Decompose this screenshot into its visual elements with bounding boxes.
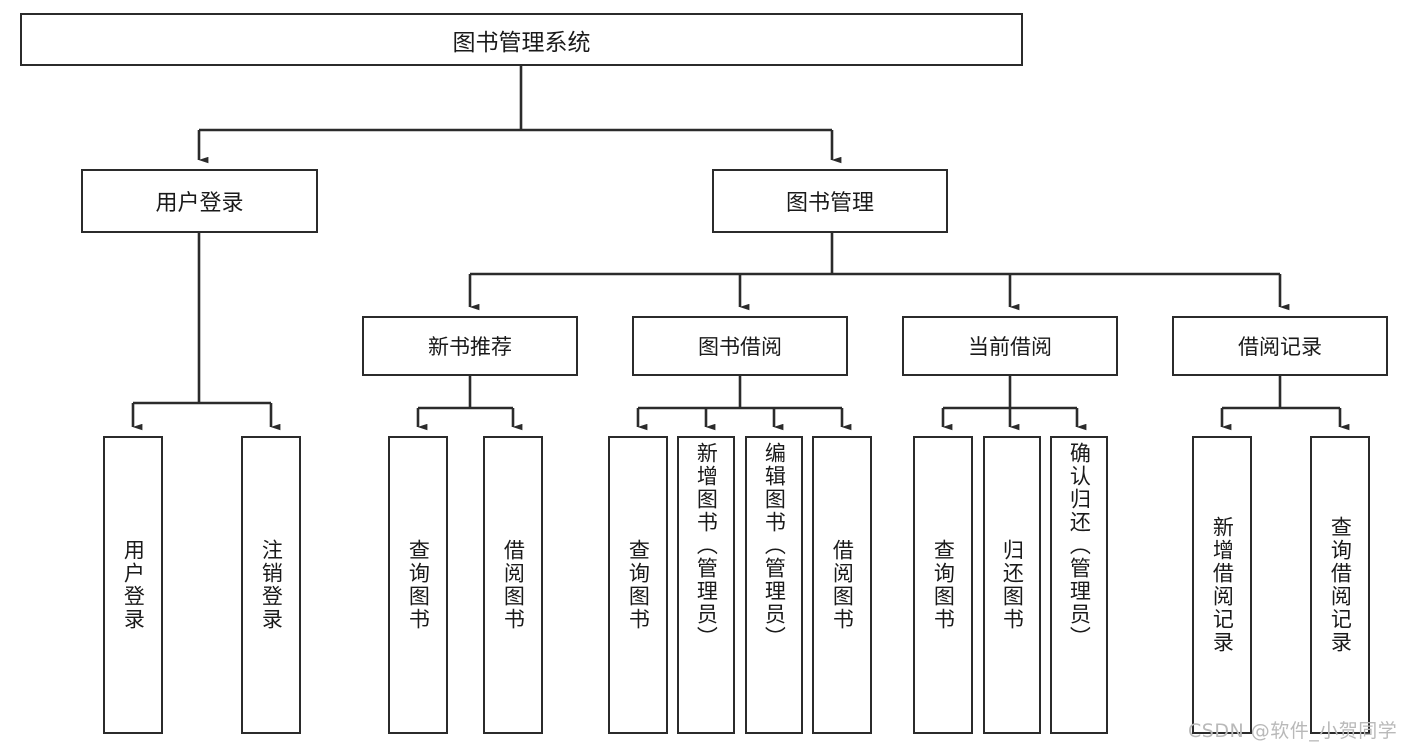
- node-book-manage-label: 图书管理: [785, 191, 874, 216]
- node-leaf-user-logout-label: 注销登录: [259, 539, 284, 631]
- node-book-manage[interactable]: 图书管理: [712, 169, 948, 233]
- node-leaf-user-logout[interactable]: 注销登录: [241, 436, 301, 734]
- leaf-text-wrap: 新增借阅记录: [1194, 438, 1250, 732]
- node-borrow-record-label: 借阅记录: [1238, 335, 1322, 359]
- node-leaf-query-book-2-label: 查询图书: [626, 539, 651, 631]
- leaf-text-wrap: 归还图书: [985, 438, 1039, 732]
- leaf-text-wrap: 查询图书: [915, 438, 971, 732]
- node-leaf-borrow-book-1-label: 借阅图书: [501, 539, 526, 631]
- leaf-text-wrap: 用户登录: [105, 438, 161, 732]
- node-leaf-edit-book-label: 编辑图书（管理员）: [762, 442, 787, 649]
- node-leaf-confirm-return-label: 确认归还（管理员）: [1067, 442, 1092, 649]
- node-borrow-record[interactable]: 借阅记录: [1172, 316, 1388, 376]
- node-leaf-borrow-book-2[interactable]: 借阅图书: [812, 436, 872, 734]
- node-leaf-return-book-label: 归还图书: [1000, 539, 1025, 631]
- node-leaf-confirm-return[interactable]: 确认归还（管理员）: [1050, 436, 1108, 734]
- node-leaf-user-login-label: 用户登录: [121, 539, 146, 631]
- csdn-watermark: CSDN @软件_小贺同学: [1188, 720, 1398, 742]
- node-leaf-query-book-1-label: 查询图书: [406, 539, 431, 631]
- node-leaf-borrow-book-2-label: 借阅图书: [830, 539, 855, 631]
- node-leaf-user-login[interactable]: 用户登录: [103, 436, 163, 734]
- leaf-text-wrap: 借阅图书: [485, 438, 541, 732]
- node-current-borrow-label: 当前借阅: [968, 335, 1052, 359]
- node-new-book-recommend[interactable]: 新书推荐: [362, 316, 578, 376]
- node-leaf-query-book-2[interactable]: 查询图书: [608, 436, 668, 734]
- leaf-text-wrap: 确认归还（管理员）: [1052, 438, 1106, 736]
- node-leaf-query-record-label: 查询借阅记录: [1328, 516, 1353, 654]
- leaf-text-wrap: 编辑图书（管理员）: [747, 438, 801, 736]
- node-new-book-recommend-label: 新书推荐: [428, 335, 512, 359]
- leaf-text-wrap: 新增图书（管理员）: [679, 438, 733, 736]
- leaf-text-wrap: 查询图书: [390, 438, 446, 732]
- node-leaf-query-book-3[interactable]: 查询图书: [913, 436, 973, 734]
- node-root-label: 图书管理系统: [452, 29, 591, 56]
- node-root[interactable]: 图书管理系统: [20, 13, 1023, 66]
- leaf-text-wrap: 注销登录: [243, 438, 299, 732]
- node-leaf-borrow-book-1[interactable]: 借阅图书: [483, 436, 543, 734]
- node-user-login[interactable]: 用户登录: [81, 169, 318, 233]
- leaf-text-wrap: 查询借阅记录: [1312, 438, 1368, 732]
- leaf-text-wrap: 查询图书: [610, 438, 666, 732]
- node-current-borrow[interactable]: 当前借阅: [902, 316, 1118, 376]
- node-user-login-label: 用户登录: [155, 191, 244, 216]
- node-leaf-return-book[interactable]: 归还图书: [983, 436, 1041, 734]
- node-book-borrow[interactable]: 图书借阅: [632, 316, 848, 376]
- node-leaf-add-record[interactable]: 新增借阅记录: [1192, 436, 1252, 734]
- node-leaf-query-book-1[interactable]: 查询图书: [388, 436, 448, 734]
- leaf-text-wrap: 借阅图书: [814, 438, 870, 732]
- node-leaf-add-book-label: 新增图书（管理员）: [694, 442, 719, 649]
- node-leaf-add-book[interactable]: 新增图书（管理员）: [677, 436, 735, 734]
- node-leaf-query-record[interactable]: 查询借阅记录: [1310, 436, 1370, 734]
- node-book-borrow-label: 图书借阅: [698, 335, 782, 359]
- node-leaf-edit-book[interactable]: 编辑图书（管理员）: [745, 436, 803, 734]
- node-leaf-query-book-3-label: 查询图书: [931, 539, 956, 631]
- node-leaf-add-record-label: 新增借阅记录: [1210, 516, 1235, 654]
